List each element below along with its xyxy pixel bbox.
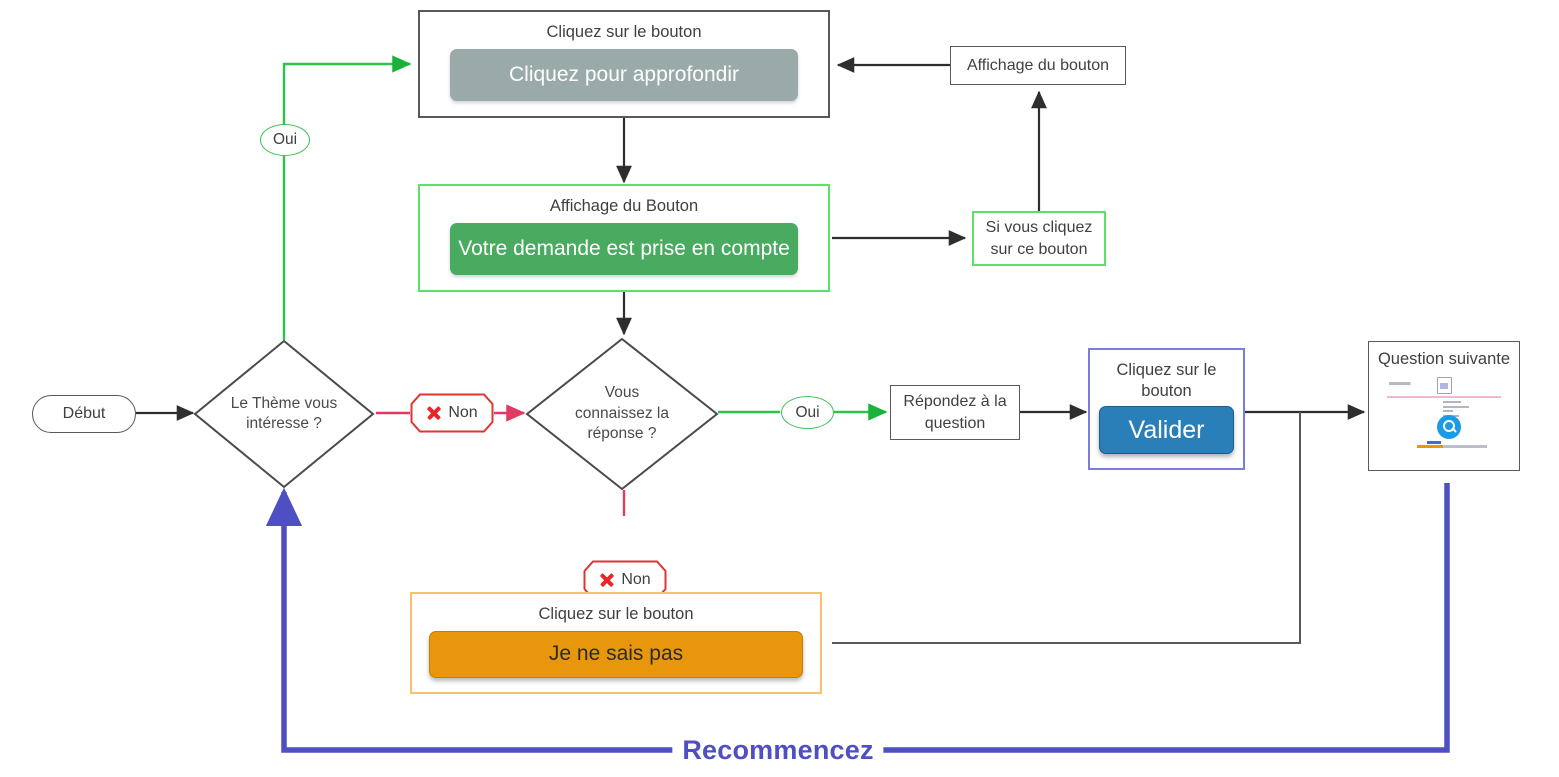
decision-theme-label: Le Thème vous intéresse ? xyxy=(212,394,356,435)
edge-label-oui-theme: Oui xyxy=(260,124,310,156)
node-panel-prise-en-compte[interactable]: Affichage du Bouton Votre demande est pr… xyxy=(418,184,830,292)
x-mark-icon xyxy=(426,406,441,421)
decision-reponse-shape xyxy=(525,337,719,491)
start-label: Début xyxy=(62,405,106,422)
button-cliquez-pour-approfondir[interactable]: Cliquez pour approfondir xyxy=(450,48,798,101)
thumb-divider xyxy=(1387,396,1501,398)
non-reponse-inner: Non xyxy=(599,571,650,589)
button-valider[interactable]: Valider xyxy=(1099,406,1234,455)
panel-prise-en-compte-title: Affichage du Bouton xyxy=(549,197,699,215)
edge-label-recommencez: Recommencez xyxy=(672,735,884,766)
button-prise-en-compte-label: Votre demande est prise en compte xyxy=(458,236,790,260)
button-je-ne-sais-pas-label: Je ne sais pas xyxy=(548,642,684,666)
decision-theme-line2: intéresse ? xyxy=(246,415,322,432)
node-panel-approfondir[interactable]: Cliquez sur le bouton Cliquez pour appro… xyxy=(418,10,830,118)
decision-reponse-line3: réponse ? xyxy=(587,425,657,443)
non-theme-octagon xyxy=(410,393,494,433)
edge-label-oui-reponse: Oui xyxy=(781,396,834,429)
thumb-progress-bar xyxy=(1417,441,1487,448)
node-question-suivante[interactable]: Question suivante xyxy=(1368,341,1520,471)
decision-theme-line1: Le Thème vous xyxy=(230,394,338,412)
button-approfondir-label: Cliquez pour approfondir xyxy=(509,62,739,86)
node-decision-reponse[interactable]: Vous connaissez la réponse ? xyxy=(524,336,720,492)
panel-approfondir-title: Cliquez sur le bouton xyxy=(546,23,702,41)
node-panel-valider[interactable]: Cliquez sur le bouton Valider xyxy=(1088,348,1245,470)
document-icon xyxy=(1437,377,1452,394)
panel-valider-title: Cliquez sur le bouton xyxy=(1117,350,1217,401)
decision-theme-shape xyxy=(193,339,375,489)
node-affichage-du-bouton[interactable]: Affichage du bouton xyxy=(950,46,1126,85)
panel-valider-title-line1: Cliquez sur le xyxy=(1116,361,1217,379)
question-suivante-thumbnail xyxy=(1385,375,1503,449)
affichage-du-bouton-label: Affichage du bouton xyxy=(966,56,1110,74)
panel-valider-title-line2: bouton xyxy=(1141,381,1192,400)
decision-reponse-line1: Vous xyxy=(604,384,640,402)
si-vous-cliquez-line2: sur ce bouton xyxy=(990,240,1088,258)
question-suivante-title: Question suivante xyxy=(1377,350,1511,368)
node-decision-theme[interactable]: Le Thème vous intéresse ? xyxy=(192,338,376,490)
button-votre-demande-est-prise-en-compte[interactable]: Votre demande est prise en compte xyxy=(450,222,798,275)
button-valider-label: Valider xyxy=(1128,415,1205,444)
node-si-vous-cliquez[interactable]: Si vous cliquez sur ce bouton xyxy=(972,211,1106,266)
decision-reponse-line2: connaissez la xyxy=(575,404,669,422)
x-mark-icon xyxy=(599,573,614,588)
button-je-ne-sais-pas[interactable]: Je ne sais pas xyxy=(429,630,803,678)
oui-reponse-text: Oui xyxy=(795,403,820,421)
non-reponse-text: Non xyxy=(621,571,651,588)
repondez-line2: question xyxy=(924,414,986,432)
si-vous-cliquez-line1: Si vous cliquez xyxy=(985,218,1093,236)
non-theme-inner: Non xyxy=(426,404,477,422)
node-start[interactable]: Début xyxy=(32,395,136,433)
decision-reponse-label: Vous connaissez la réponse ? xyxy=(546,383,699,444)
oui-theme-text: Oui xyxy=(272,131,298,148)
edge-label-non-theme: Non xyxy=(410,393,494,433)
recommencez-text: Recommencez xyxy=(682,735,874,765)
search-magnifier-icon xyxy=(1437,415,1461,439)
panel-je-ne-sais-pas-title: Cliquez sur le bouton xyxy=(538,605,694,623)
thumb-caption-text xyxy=(1389,382,1425,385)
repondez-line1: Répondez à la xyxy=(903,392,1007,410)
non-theme-text: Non xyxy=(448,404,478,421)
node-panel-je-ne-sais-pas[interactable]: Cliquez sur le bouton Je ne sais pas xyxy=(410,592,822,694)
node-repondez-a-la-question[interactable]: Répondez à la question xyxy=(890,385,1020,440)
